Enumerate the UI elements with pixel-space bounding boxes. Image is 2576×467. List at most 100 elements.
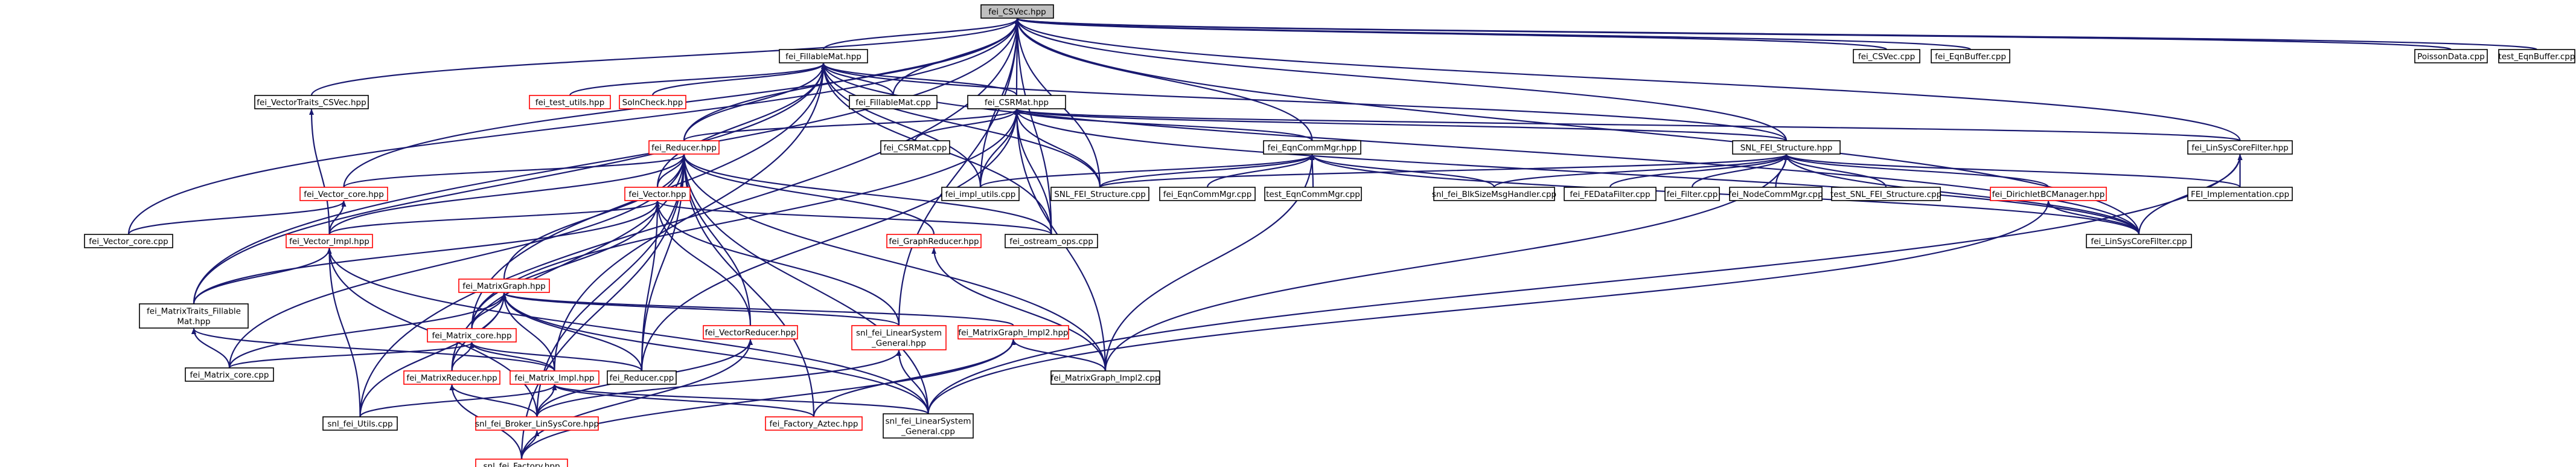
edge-vectorreducer-hpp-includes-vector-hpp bbox=[655, 201, 752, 326]
node-box bbox=[1159, 187, 1256, 201]
edge-solncheck-hpp-includes-fillablemat-hpp bbox=[651, 63, 826, 96]
edge-vector-impl-hpp-includes-reducer-hpp bbox=[328, 154, 686, 235]
node-factory-hpp[interactable]: snl_fei_Factory.hpp bbox=[475, 459, 568, 467]
node-matrixgraph-impl2-cpp[interactable]: fei_MatrixGraph_Impl2.cpp bbox=[1050, 370, 1160, 385]
node-fedatafilter-cpp[interactable]: fei_FEDataFilter.cpp bbox=[1564, 187, 1657, 201]
edge-filter-cpp-includes-snl-fei-structure-hpp bbox=[1691, 154, 1789, 188]
node-label: fei_MatrixGraph_Impl2.cpp bbox=[1050, 373, 1160, 383]
node-vector-hpp[interactable]: fei_Vector.hpp bbox=[624, 187, 691, 201]
node-eqncommmgr-hpp[interactable]: fei_EqnCommMgr.hpp bbox=[1263, 140, 1361, 155]
node-vectortraits-csvec-hpp[interactable]: fei_VectorTraits_CSVec.hpp bbox=[254, 95, 369, 109]
node-csvec-cpp[interactable]: fei_CSVec.cpp bbox=[1853, 49, 1920, 63]
node-label: PoissonData.cpp bbox=[2417, 52, 2485, 62]
node-csrmat-cpp[interactable]: fei_CSRMat.cpp bbox=[880, 140, 950, 155]
node-utils-cpp[interactable]: snl_fei_Utils.cpp bbox=[322, 416, 398, 431]
node-label: fei_LinSysCoreFilter.cpp bbox=[2091, 237, 2187, 246]
node-box bbox=[84, 234, 173, 248]
node-matrix-impl-hpp[interactable]: fei_Matrix_Impl.hpp bbox=[510, 370, 599, 385]
node-dirichletbcmanager-hpp[interactable]: fei_DirichletBCManager.hpp bbox=[1990, 187, 2107, 201]
node-label: FEI_Implementation.cpp bbox=[2191, 190, 2289, 199]
node-label: fei_FEDataFilter.cpp bbox=[1570, 190, 1650, 199]
node-fillablemat-hpp[interactable]: fei_FillableMat.hpp bbox=[779, 49, 868, 63]
node-snl-fei-structure-cpp[interactable]: SNL_FEI_Structure.cpp bbox=[1050, 187, 1149, 201]
edge-matrixgraph-hpp-includes-reducer-hpp bbox=[503, 154, 686, 280]
node-vector-impl-hpp[interactable]: fei_Vector_Impl.hpp bbox=[286, 234, 373, 248]
node-box bbox=[886, 234, 982, 248]
node-label: fei_VectorTraits_CSVec.hpp bbox=[257, 98, 366, 108]
node-label: snl_fei_Utils.cpp bbox=[327, 419, 392, 429]
node-linearsystem-general-hpp[interactable]: snl_fei_LinearSystem_General.hpp bbox=[851, 325, 947, 350]
node-graphreducer-hpp[interactable]: fei_GraphReducer.hpp bbox=[886, 234, 982, 248]
node-box bbox=[648, 140, 720, 155]
edge-fillablemat-hpp-includes-csvec-hpp bbox=[822, 18, 1020, 50]
node-impl-utils-cpp[interactable]: fei_impl_utils.cpp bbox=[941, 187, 1020, 201]
node-fei-implementation-cpp[interactable]: FEI_Implementation.cpp bbox=[2187, 187, 2293, 201]
edge-matrix-core-hpp-includes-vector-hpp bbox=[471, 201, 660, 329]
node-matrix-core-hpp[interactable]: fei_Matrix_core.hpp bbox=[427, 328, 517, 343]
node-vector-core-cpp[interactable]: fei_Vector_core.cpp bbox=[84, 234, 173, 248]
edge-matrix-impl-hpp-includes-matrix-core-hpp bbox=[469, 342, 555, 372]
node-fillablemat-cpp[interactable]: fei_FillableMat.cpp bbox=[849, 95, 938, 109]
node-box bbox=[1050, 370, 1160, 385]
node-label: fei_Filter.cpp bbox=[1667, 190, 1718, 199]
edge-reducer-cpp-includes-vector-hpp bbox=[641, 201, 660, 372]
node-label: snl_fei_Broker_LinSysCore.hpp bbox=[475, 419, 599, 429]
edge-matrix-impl-hpp-includes-fillablemat-hpp bbox=[554, 63, 826, 372]
node-reducer-cpp[interactable]: fei_Reducer.cpp bbox=[607, 370, 677, 385]
edge-broker-linsyscore-hpp-includes-matrixreducer-hpp bbox=[449, 384, 538, 417]
node-csvec-hpp[interactable]: fei_CSVec.hpp bbox=[980, 4, 1054, 19]
edge-matrixtraits-fillablemat-hpp-includes-fillablemat-hpp bbox=[193, 63, 826, 304]
node-matrixreducer-hpp[interactable]: fei_MatrixReducer.hpp bbox=[403, 370, 500, 385]
node-test-snl-fei-structure-cpp[interactable]: test_SNL_FEI_Structure.cpp bbox=[1830, 187, 1942, 201]
node-linsyscorefilter-cpp[interactable]: fei_LinSysCoreFilter.cpp bbox=[2086, 234, 2192, 248]
edge-reducer-hpp-includes-fillablemat-hpp bbox=[683, 63, 826, 141]
node-linearsystem-general-cpp[interactable]: snl_fei_LinearSystem_General.cpp bbox=[883, 413, 974, 439]
node-box bbox=[185, 367, 274, 382]
node-csrmat-hpp[interactable]: fei_CSRMat.hpp bbox=[967, 95, 1066, 109]
edge-matrixtraits-fillablemat-hpp-includes-vector-hpp bbox=[193, 201, 660, 304]
node-eqncommmgr-cpp[interactable]: fei_EqnCommMgr.cpp bbox=[1159, 187, 1256, 201]
node-label: snl_fei_LinearSystem bbox=[886, 417, 971, 427]
edge-linsyscorefilter-cpp-includes-eqncommmgr-hpp bbox=[1309, 154, 2140, 235]
node-blksizemsghandler-cpp[interactable]: snl_fei_BlkSizeMsgHandler.cpp bbox=[1432, 187, 1556, 201]
node-nodecommmgr-cpp[interactable]: fei_NodeCommMgr.cpp bbox=[1728, 187, 1823, 201]
edge-utils-cpp-includes-matrixgraph-hpp bbox=[359, 292, 507, 417]
node-vectorreducer-hpp[interactable]: fei_VectorReducer.hpp bbox=[703, 325, 798, 340]
node-snl-fei-structure-hpp[interactable]: SNL_FEI_Structure.hpp bbox=[1732, 140, 1841, 155]
node-label: fei_CSRMat.hpp bbox=[985, 98, 1049, 108]
node-linsyscorefilter-hpp[interactable]: fei_LinSysCoreFilter.hpp bbox=[2187, 140, 2293, 155]
node-box bbox=[967, 95, 1066, 109]
node-box bbox=[1564, 187, 1657, 201]
node-box bbox=[851, 325, 947, 350]
node-filter-cpp[interactable]: fei_Filter.cpp bbox=[1664, 187, 1720, 201]
node-matrixtraits-fillablemat-hpp[interactable]: fei_MatrixTraits_FillableMat.hpp bbox=[139, 303, 249, 329]
node-test-utils-hpp[interactable]: fei_test_utils.hpp bbox=[529, 95, 611, 109]
node-label: test_EqnCommMgr.cpp bbox=[1266, 190, 1360, 199]
node-matrixgraph-impl2-hpp[interactable]: fei_MatrixGraph_Impl2.hpp bbox=[957, 325, 1069, 340]
node-solncheck-hpp[interactable]: SolnCheck.hpp bbox=[619, 95, 686, 109]
edge-factory-aztec-hpp-includes-matrix-impl-hpp bbox=[552, 384, 815, 417]
edge-fillablemat-cpp-includes-fillablemat-hpp bbox=[821, 63, 894, 96]
edge-broker-linsyscore-hpp-includes-linearsystem-general-hpp bbox=[536, 350, 901, 417]
node-label: snl_fei_Factory.hpp bbox=[483, 462, 560, 467]
node-ostream-ops-cpp[interactable]: fei_ostream_ops.cpp bbox=[1005, 234, 1098, 248]
node-reducer-hpp[interactable]: fei_Reducer.hpp bbox=[648, 140, 720, 155]
node-box bbox=[1664, 187, 1720, 201]
edge-snl-fei-structure-cpp-includes-snl-fei-structure-hpp bbox=[1099, 153, 1789, 188]
node-box bbox=[475, 416, 599, 431]
edge-ostream-ops-cpp-includes-csvec-hpp bbox=[1015, 18, 1052, 235]
node-matrixgraph-hpp[interactable]: fei_MatrixGraph.hpp bbox=[458, 279, 550, 293]
file-nodes: fei_CSVec.hpp fei_FillableMat.hpp fei_CSVe… bbox=[84, 4, 2575, 467]
node-eqnbuffer-cpp[interactable]: fei_EqnBuffer.cpp bbox=[1931, 49, 2010, 63]
node-test-eqncommmgr-cpp[interactable]: test_EqnCommMgr.cpp bbox=[1264, 187, 1362, 201]
node-poissondata-cpp[interactable]: PoissonData.cpp bbox=[2414, 49, 2488, 63]
node-matrix-core-cpp[interactable]: fei_Matrix_core.cpp bbox=[185, 367, 274, 382]
edge-matrixgraph-impl2-cpp-includes-matrixgraph-impl2-hpp bbox=[1011, 339, 1107, 372]
node-factory-aztec-hpp[interactable]: fei_Factory_Aztec.hpp bbox=[765, 416, 863, 431]
node-broker-linsyscore-hpp[interactable]: snl_fei_Broker_LinSysCore.hpp bbox=[475, 416, 599, 431]
node-test-eqnbuffer-cpp[interactable]: test_EqnBuffer.cpp bbox=[2498, 49, 2575, 63]
node-vector-core-hpp[interactable]: fei_Vector_core.hpp bbox=[299, 187, 388, 201]
node-label: fei_MatrixGraph_Impl2.hpp bbox=[958, 328, 1068, 338]
node-label: fei_Vector_core.cpp bbox=[89, 237, 168, 246]
